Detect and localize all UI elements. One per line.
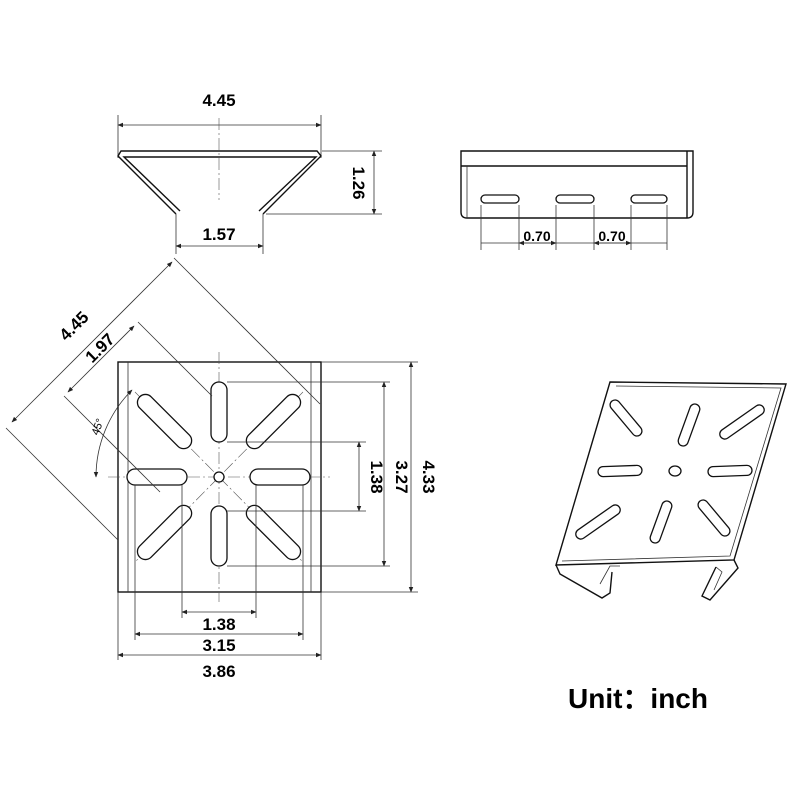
plan-bottom-mid-dimension: 3.15	[202, 636, 235, 655]
side-spacing-right-dimension: 0.70	[598, 228, 625, 244]
plan-view: 4.45 1.97 45° 1.38 3.27 4.33 1.38 3.15	[5, 257, 438, 681]
plan-diagonal-length-dimension: 4.45	[56, 308, 93, 345]
iso-slot-top-right	[719, 404, 765, 440]
side-view: 0.70 0.70	[460, 150, 694, 250]
plan-slot-top	[210, 381, 228, 443]
isometric-view	[555, 381, 787, 601]
plan-slot-bottom	[210, 505, 228, 567]
iso-slot-top-left	[609, 399, 643, 437]
plan-slot-bottom-right	[245, 504, 302, 561]
plan-bottom-outer-dimension: 3.86	[202, 662, 235, 681]
side-slot-right	[630, 194, 668, 204]
unit-label: Unit：inch	[568, 683, 708, 714]
top-view: 4.45 1.57 1.26	[117, 91, 382, 254]
plan-bottom-inner-dimension: 1.38	[202, 615, 235, 634]
iso-slot-bottom	[649, 500, 673, 544]
iso-slot-top	[677, 403, 701, 447]
side-slot-center	[555, 194, 595, 204]
iso-slot-right	[707, 464, 753, 478]
top-opening-dimension: 1.57	[202, 225, 235, 244]
iso-slot-left	[597, 464, 643, 478]
iso-slot-bottom-left	[575, 504, 621, 540]
plan-slot-left	[126, 468, 188, 486]
plan-slot-bottom-left	[136, 504, 193, 561]
side-slot-left	[480, 194, 520, 204]
plan-slot-top-left	[136, 393, 193, 450]
side-bracket-outline	[460, 150, 694, 219]
plan-slot-top-right	[245, 393, 302, 450]
iso-slot-bottom-right	[697, 499, 731, 537]
top-height-dimension: 1.26	[349, 166, 368, 199]
side-spacing-left-dimension: 0.70	[523, 228, 550, 244]
plan-mid-slot-dimension: 3.27	[392, 460, 411, 493]
plan-slot-right	[249, 468, 311, 486]
iso-center-hole	[668, 465, 682, 477]
plan-center-hole	[213, 471, 225, 483]
plan-angle-label: 45°	[90, 417, 107, 437]
top-bracket-outline	[117, 150, 322, 215]
top-width-dimension: 4.45	[202, 91, 235, 110]
plan-height-dimension: 4.33	[419, 460, 438, 493]
plan-diagonal-slot-dimension: 1.97	[82, 330, 119, 367]
plan-inner-slot-dimension: 1.38	[367, 460, 386, 493]
